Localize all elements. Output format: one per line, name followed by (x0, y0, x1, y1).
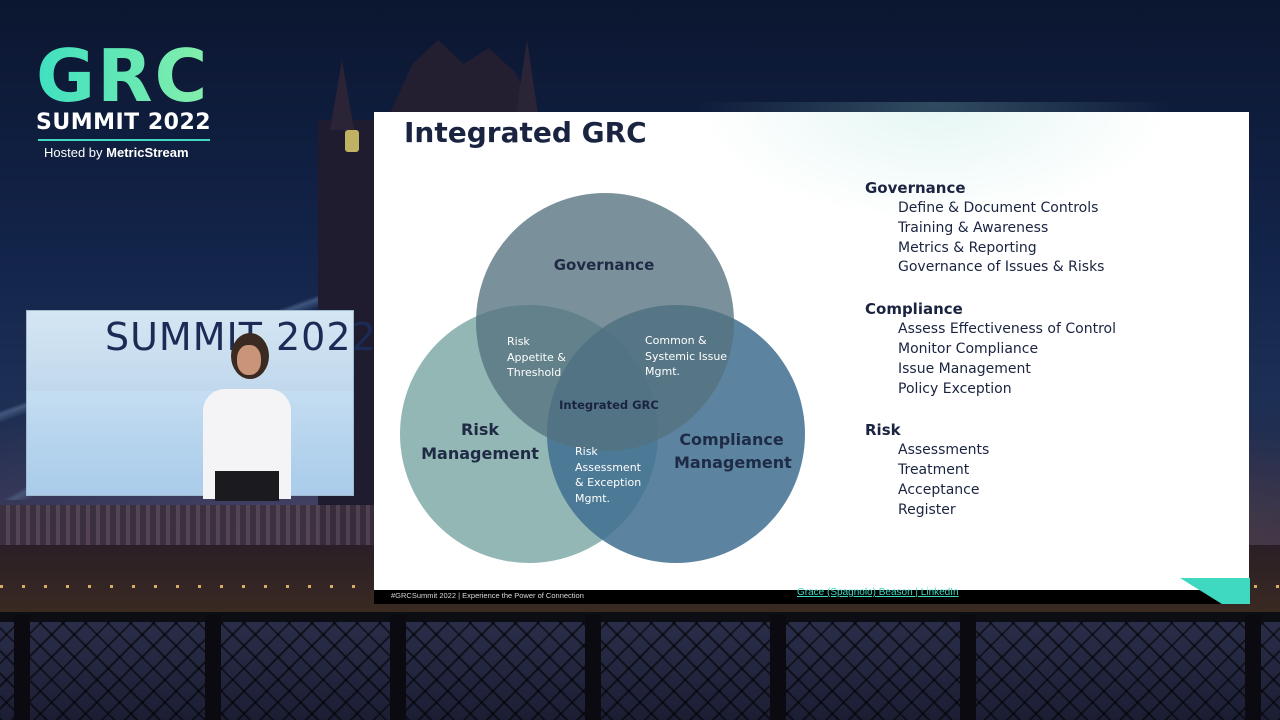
risk-management-label: Risk Management (420, 418, 540, 466)
logo-grc-text: GRC (36, 40, 226, 112)
overlap-line: Systemic Issue (645, 349, 728, 363)
overlap-line: & Exception (575, 476, 642, 489)
logo-hosted-by: Hosted by MetricStream (44, 145, 226, 160)
hosted-prefix: Hosted by (44, 145, 107, 160)
speaker-linkedin-link[interactable]: Grace (Spagnolo) Beason | LinkedIn (797, 587, 959, 598)
section-item: Treatment (898, 462, 970, 479)
speaker-legs (215, 471, 279, 501)
section-item: Policy Exception (898, 380, 1012, 397)
section-item: Issue Management (898, 360, 1031, 377)
logo-divider (38, 139, 210, 141)
grc-functions-list: Governance Define & Document Controls Tr… (865, 178, 1116, 542)
overlap-line: Risk (507, 335, 530, 348)
fence-post (390, 615, 406, 720)
fence-post (205, 615, 221, 720)
section-heading: Risk (865, 421, 901, 440)
risk-section: Risk Assessments Treatment Acceptance Re… (865, 420, 1116, 520)
overlap-line: Mgmt. (645, 365, 680, 378)
governance-circle (476, 193, 734, 451)
compliance-section: Compliance Assess Effectiveness of Contr… (865, 299, 1116, 399)
section-item: Training & Awareness (898, 219, 1049, 236)
section-item: Acceptance (898, 481, 980, 498)
fence-post (960, 615, 976, 720)
speaker-video: SUMMIT 2022 (26, 310, 376, 501)
logo-summit-text: SUMMIT 2022 (36, 110, 212, 135)
venn-circles (400, 193, 805, 563)
section-item: Governance of Issues & Risks (898, 259, 1105, 276)
compliance-management-label: Compliance Management (674, 428, 792, 474)
slide-footer-bar: #GRCSummit 2022 | Experience the Power o… (374, 590, 1249, 604)
governance-compliance-overlap: Common & Systemic Issue Mgmt. (645, 333, 727, 380)
speaker-face (237, 345, 261, 375)
overlap-line: Assessment (575, 460, 641, 474)
overlap-line: Common & (645, 334, 707, 347)
section-item: Define & Document Controls (898, 200, 1099, 216)
overlap-line: Appetite & (507, 350, 566, 364)
compliance-label-line2: Management (674, 453, 792, 472)
fence-post (770, 615, 786, 720)
integrated-grc-label: Integrated GRC (559, 398, 659, 412)
governance-label: Governance (553, 256, 655, 274)
risk-compliance-overlap: Risk Assessment & Exception Mgmt. (575, 444, 641, 506)
section-item: Assessments (898, 442, 990, 459)
governance-section: Governance Define & Document Controls Tr… (865, 178, 1116, 278)
slide-title: Integrated GRC (404, 116, 647, 149)
section-item: Register (898, 501, 956, 518)
footer-hashtag: #GRCSummit 2022 | Experience the Power o… (391, 591, 584, 600)
risk-label-line1: Risk (461, 420, 499, 439)
slide-wave-decoration (694, 102, 1174, 222)
tower-lamp (345, 130, 359, 152)
section-item: Metrics & Reporting (898, 239, 1037, 256)
bridge-deck (0, 505, 380, 545)
section-heading: Governance (865, 179, 966, 197)
fence-post (1245, 615, 1261, 720)
overlap-line: Mgmt. (575, 491, 610, 505)
fence-post (585, 615, 601, 720)
overlap-line: Threshold (507, 366, 562, 379)
tower-top (387, 40, 540, 120)
section-item: Monitor Compliance (898, 340, 1039, 357)
fence-mesh (0, 612, 1280, 720)
section-heading: Compliance (865, 300, 963, 319)
compliance-label-line1: Compliance (679, 430, 784, 449)
risk-governance-overlap: Risk Appetite & Threshold (507, 334, 566, 381)
venn-diagram: Governance Risk Management Compliance Ma… (394, 188, 814, 568)
video-stage (27, 391, 353, 495)
presentation-slide: Integrated GRC Governance Risk Managemen… (374, 102, 1249, 590)
fence-post (14, 615, 30, 720)
overlap-line: Risk (575, 445, 598, 458)
hosted-brand: MetricStream (106, 145, 189, 160)
section-item: Assess Effectiveness of Control (898, 321, 1116, 338)
tower-spire (330, 60, 354, 130)
event-logo: GRC SUMMIT 2022 Hosted by MetricStream (36, 40, 226, 160)
fence-rail (0, 612, 1280, 622)
risk-label-line2: Management (421, 444, 539, 463)
